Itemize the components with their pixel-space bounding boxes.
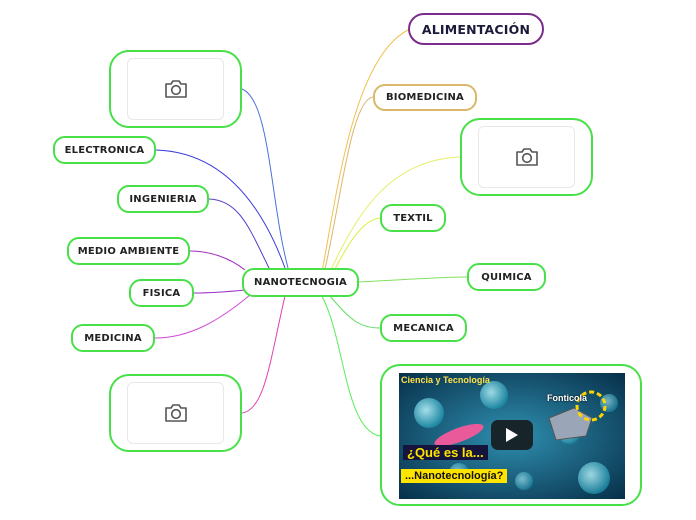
- node-medio-ambiente[interactable]: MEDIO AMBIENTE: [67, 237, 190, 265]
- link-alimentacion: [319, 29, 409, 283]
- play-button[interactable]: [491, 420, 533, 450]
- node-root-label: NANOTECNOGIA: [254, 277, 347, 288]
- node-fisica[interactable]: FISICA: [129, 279, 194, 307]
- node-biomedicina-label: BIOMEDICINA: [385, 92, 464, 103]
- link-video: [321, 295, 381, 437]
- node-biomedicina[interactable]: BIOMEDICINA: [373, 84, 477, 111]
- video-node[interactable]: Ciencia y Tecnología Fonticola ¿Qué es l…: [380, 364, 642, 506]
- node-electronica-label: ELECTRONICA: [64, 144, 145, 156]
- link-image-top-left: [241, 88, 289, 269]
- node-mecanica-label: MECANICA: [393, 322, 454, 334]
- link-image-bottom-left: [241, 295, 286, 414]
- play-icon: [506, 428, 518, 442]
- node-mecanica[interactable]: MECANICA: [380, 314, 467, 342]
- node-fisica-label: FISICA: [142, 287, 181, 299]
- link-image-right: [324, 156, 461, 283]
- image-placeholder: [478, 126, 575, 188]
- link-electronica: [155, 149, 286, 269]
- camera-icon: [164, 404, 187, 422]
- link-biomedicina: [321, 96, 374, 283]
- video-caption-top: Ciencia y Tecnología: [401, 375, 490, 385]
- node-alimentacion-label: ALIMENTACIÓN: [421, 21, 531, 37]
- link-medicina: [154, 294, 251, 339]
- video-caption-line2: ...Nanotecnología?: [401, 469, 508, 483]
- image-node-right[interactable]: [460, 118, 593, 196]
- video-caption-line1: ¿Qué es la...: [403, 445, 488, 460]
- link-ingenieria: [208, 198, 271, 271]
- link-mecanica: [329, 295, 381, 329]
- link-medio-ambiente: [189, 250, 246, 271]
- video-brand: Fonticola: [547, 393, 587, 403]
- node-ingenieria[interactable]: INGENIERIA: [117, 185, 209, 213]
- node-electronica[interactable]: ELECTRONICA: [53, 136, 156, 164]
- node-textil[interactable]: TEXTIL: [380, 204, 446, 232]
- node-quimica[interactable]: QUIMICA: [467, 263, 546, 291]
- node-root-nanotecnologia[interactable]: NANOTECNOGIA: [242, 268, 359, 297]
- node-medicina-label: MEDICINA: [84, 332, 142, 344]
- camera-icon: [515, 148, 538, 166]
- image-node-bottom-left[interactable]: [109, 374, 242, 452]
- video-thumbnail[interactable]: Ciencia y Tecnología Fonticola ¿Qué es l…: [399, 373, 625, 499]
- camera-icon: [164, 80, 187, 98]
- node-alimentacion[interactable]: ALIMENTACIÓN: [408, 13, 544, 45]
- node-medio-ambiente-label: MEDIO AMBIENTE: [77, 245, 180, 257]
- image-placeholder: [127, 58, 224, 120]
- image-placeholder: [127, 382, 224, 444]
- node-ingenieria-label: INGENIERIA: [129, 193, 197, 205]
- link-quimica: [357, 276, 468, 283]
- node-medicina[interactable]: MEDICINA: [71, 324, 155, 352]
- link-fisica: [193, 289, 246, 294]
- node-textil-label: TEXTIL: [393, 212, 433, 224]
- image-node-top-left[interactable]: [109, 50, 242, 128]
- node-quimica-label: QUIMICA: [481, 271, 532, 283]
